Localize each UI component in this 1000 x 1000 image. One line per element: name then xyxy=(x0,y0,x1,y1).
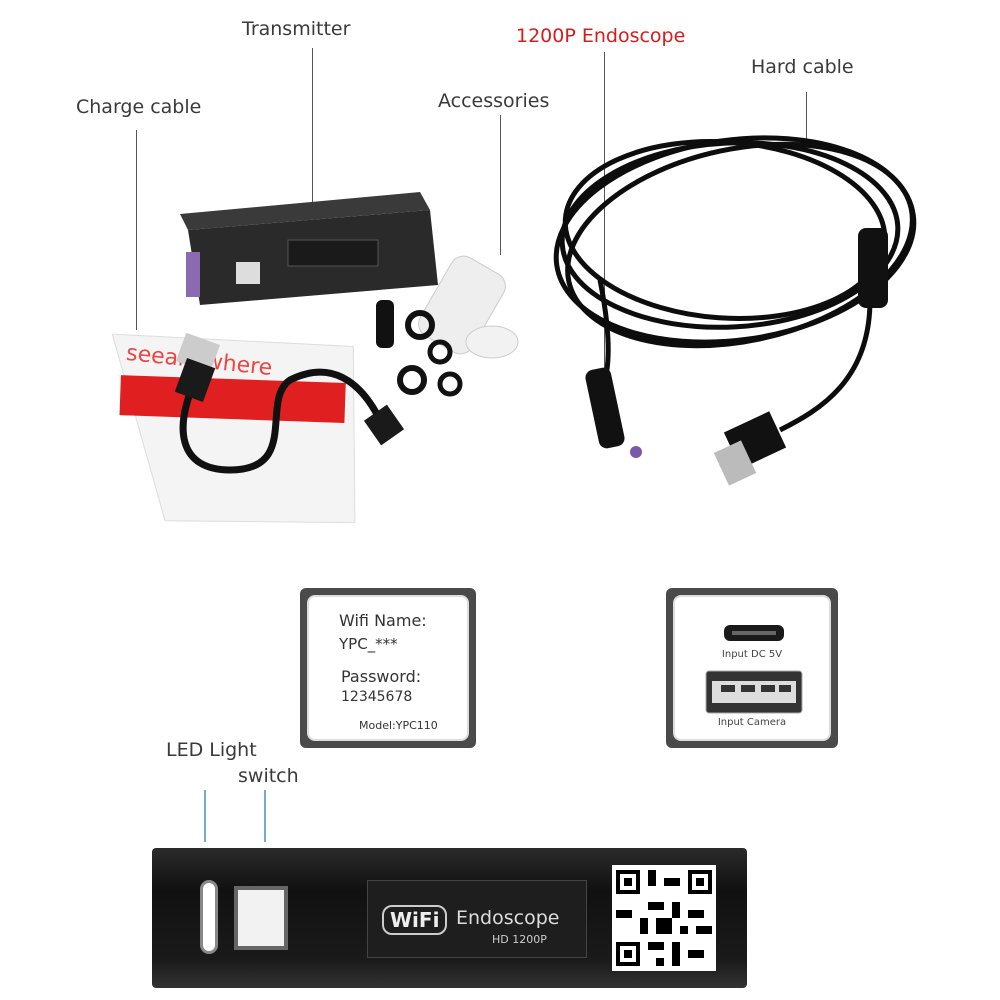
charge-cable xyxy=(179,368,384,474)
accessories-label: Accessories xyxy=(438,90,550,112)
accessories-pointer xyxy=(500,115,501,255)
input-camera-label: Input Camera xyxy=(717,717,787,728)
led-light-indicator xyxy=(200,880,218,954)
small-transmitter xyxy=(180,192,438,305)
ports-label: Input DC 5V Input Camera xyxy=(666,588,838,748)
product-photo: seeanywhere xyxy=(111,135,917,524)
hard-cable-pointer xyxy=(806,92,807,152)
power-switch xyxy=(234,886,288,950)
input-dc-label: Input DC 5V xyxy=(721,649,783,660)
hard-cable-label: Hard cable xyxy=(751,56,854,78)
led-pointer xyxy=(204,790,206,842)
device-title: Endoscope xyxy=(456,907,560,929)
charge-cable-pointer xyxy=(136,130,137,330)
wifi-info-label: Wifi Name: YPC_*** Password: 12345678 Mo… xyxy=(300,588,476,748)
accessories xyxy=(376,255,519,397)
led-light-label: LED Light xyxy=(166,739,257,761)
wifi-logo: WiFi xyxy=(382,905,448,935)
wifi-name-label: Wifi Name: xyxy=(339,611,427,630)
transmitter-closeup: WiFi Endoscope HD 1200P xyxy=(152,848,747,988)
transmitter-pointer xyxy=(312,48,313,208)
switch-pointer xyxy=(264,790,266,842)
wifi-name-value: YPC_*** xyxy=(339,635,398,653)
switch-label: switch xyxy=(238,765,299,787)
transmitter-label: Transmitter xyxy=(242,18,351,40)
qr-code-icon xyxy=(612,865,716,971)
password-value: 12345678 xyxy=(341,689,413,705)
micro-usb-port-icon xyxy=(705,625,803,714)
charge-cable-label: Charge cable xyxy=(76,96,202,118)
device-subtitle: HD 1200P xyxy=(492,933,547,946)
endoscope-label: 1200P Endoscope xyxy=(516,25,686,47)
endoscope-pointer xyxy=(604,52,605,382)
device-nameplate: WiFi Endoscope HD 1200P xyxy=(367,880,587,958)
user-manual: seeanywhere xyxy=(111,333,356,524)
model-text: Model:YPC110 xyxy=(359,719,438,732)
password-label: Password: xyxy=(341,667,422,686)
